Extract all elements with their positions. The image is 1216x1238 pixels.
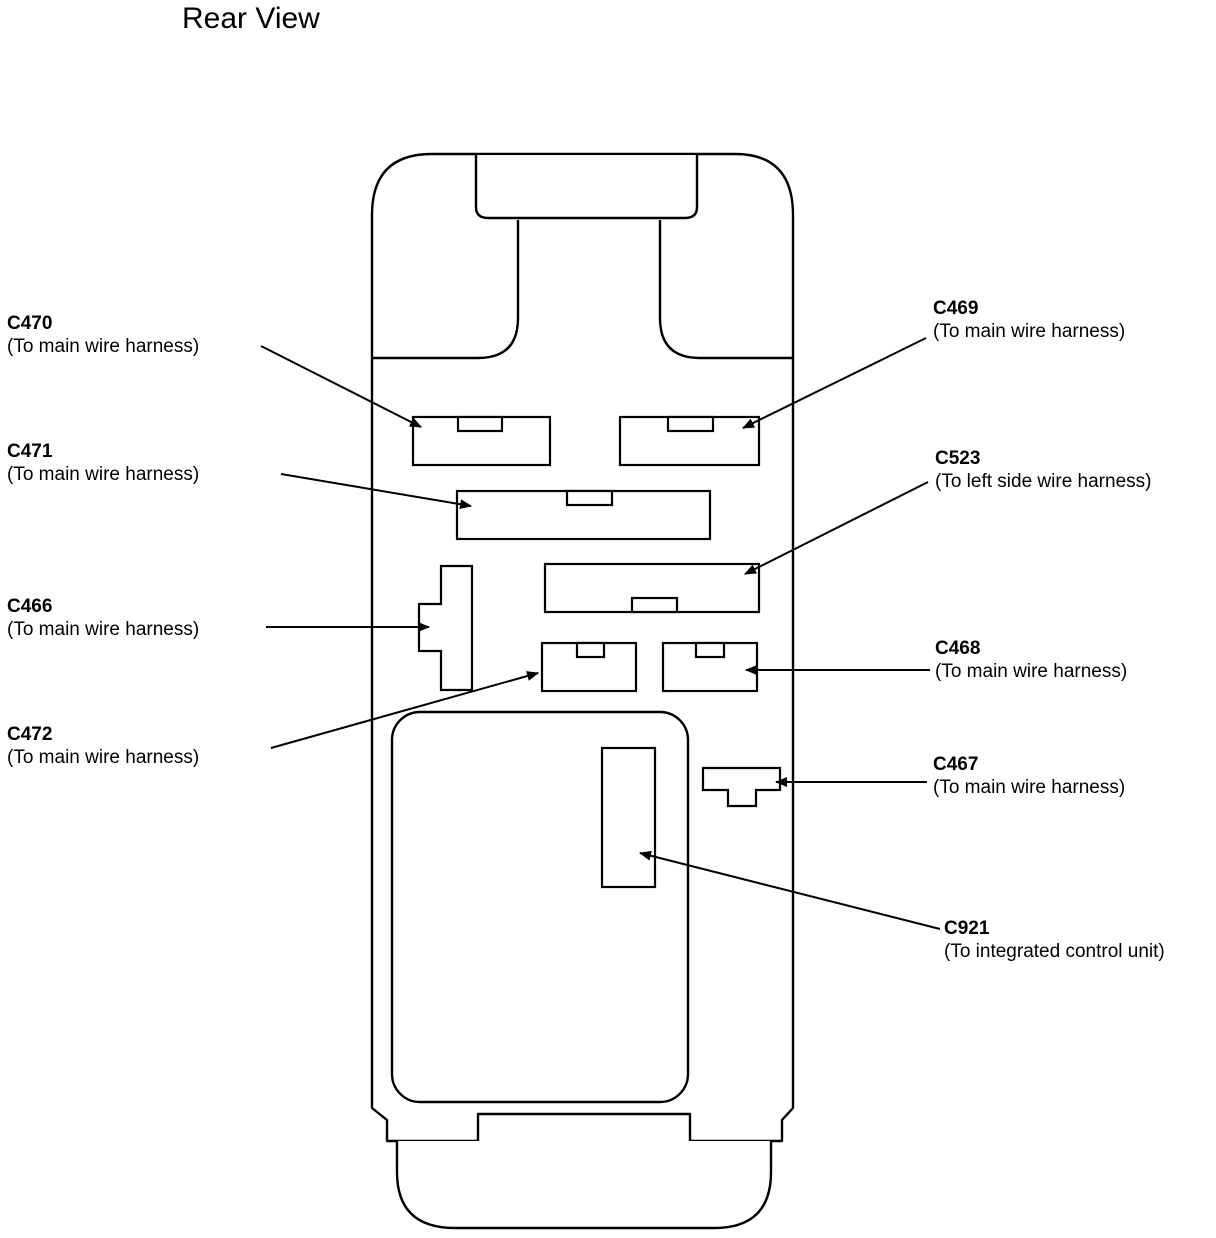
leader-c469 bbox=[742, 337, 927, 429]
label-c467: C467 (To main wire harness) bbox=[933, 754, 1125, 798]
leader-c472 bbox=[270, 671, 539, 749]
leader-c471 bbox=[280, 473, 472, 510]
label-c471: C471 (To main wire harness) bbox=[7, 441, 199, 485]
connector-c523-shape[interactable] bbox=[543, 562, 761, 614]
connector-c466-shape[interactable] bbox=[417, 564, 474, 692]
connector-c469-shape[interactable] bbox=[618, 415, 761, 467]
connector-c470-shape[interactable] bbox=[411, 415, 552, 467]
box-top-notch bbox=[474, 153, 699, 220]
connector-description: (To integrated control unit) bbox=[944, 941, 1165, 962]
label-c468: C468 (To main wire harness) bbox=[935, 638, 1127, 682]
connector-description: (To left side wire harness) bbox=[935, 471, 1151, 492]
connector-description: (To main wire harness) bbox=[7, 464, 199, 485]
label-c466: C466 (To main wire harness) bbox=[7, 596, 199, 640]
box-bottom-tab bbox=[395, 1139, 773, 1230]
leader-c921 bbox=[639, 850, 941, 930]
connector-description: (To main wire harness) bbox=[935, 661, 1127, 682]
leader-c470 bbox=[260, 345, 422, 428]
diagram-title: Rear View bbox=[182, 2, 320, 35]
label-c921: C921 (To integrated control unit) bbox=[944, 918, 1165, 962]
connector-code: C469 bbox=[933, 298, 978, 319]
connector-description: (To main wire harness) bbox=[933, 321, 1125, 342]
connector-code: C472 bbox=[7, 724, 52, 745]
connector-code: C467 bbox=[933, 754, 978, 775]
label-c469: C469 (To main wire harness) bbox=[933, 298, 1125, 342]
connector-code: C471 bbox=[7, 441, 53, 462]
connector-description: (To main wire harness) bbox=[7, 619, 199, 640]
leader-c523 bbox=[744, 481, 929, 575]
connector-code: C470 bbox=[7, 313, 52, 334]
connector-c921-shape[interactable] bbox=[600, 746, 657, 889]
connector-description: (To main wire harness) bbox=[7, 336, 199, 357]
connector-c471-shape[interactable] bbox=[455, 489, 712, 541]
box-top-right-shoulder bbox=[658, 220, 793, 360]
label-c523: C523 (To left side wire harness) bbox=[935, 448, 1151, 492]
label-c472: C472 (To main wire harness) bbox=[7, 724, 199, 768]
connector-c467-shape[interactable] bbox=[701, 766, 782, 808]
connector-c468-shape[interactable] bbox=[661, 641, 759, 693]
connector-code: C466 bbox=[7, 596, 52, 617]
label-c470: C470 (To main wire harness) bbox=[7, 313, 199, 357]
connector-c472-shape[interactable] bbox=[540, 641, 638, 693]
connector-code: C523 bbox=[935, 448, 980, 469]
box-top-left-shoulder bbox=[372, 220, 520, 360]
leader-lines bbox=[260, 337, 941, 930]
connector-description: (To main wire harness) bbox=[7, 747, 199, 768]
connector-code: C921 bbox=[944, 918, 990, 939]
connector-description: (To main wire harness) bbox=[933, 777, 1125, 798]
connector-code: C468 bbox=[935, 638, 980, 659]
